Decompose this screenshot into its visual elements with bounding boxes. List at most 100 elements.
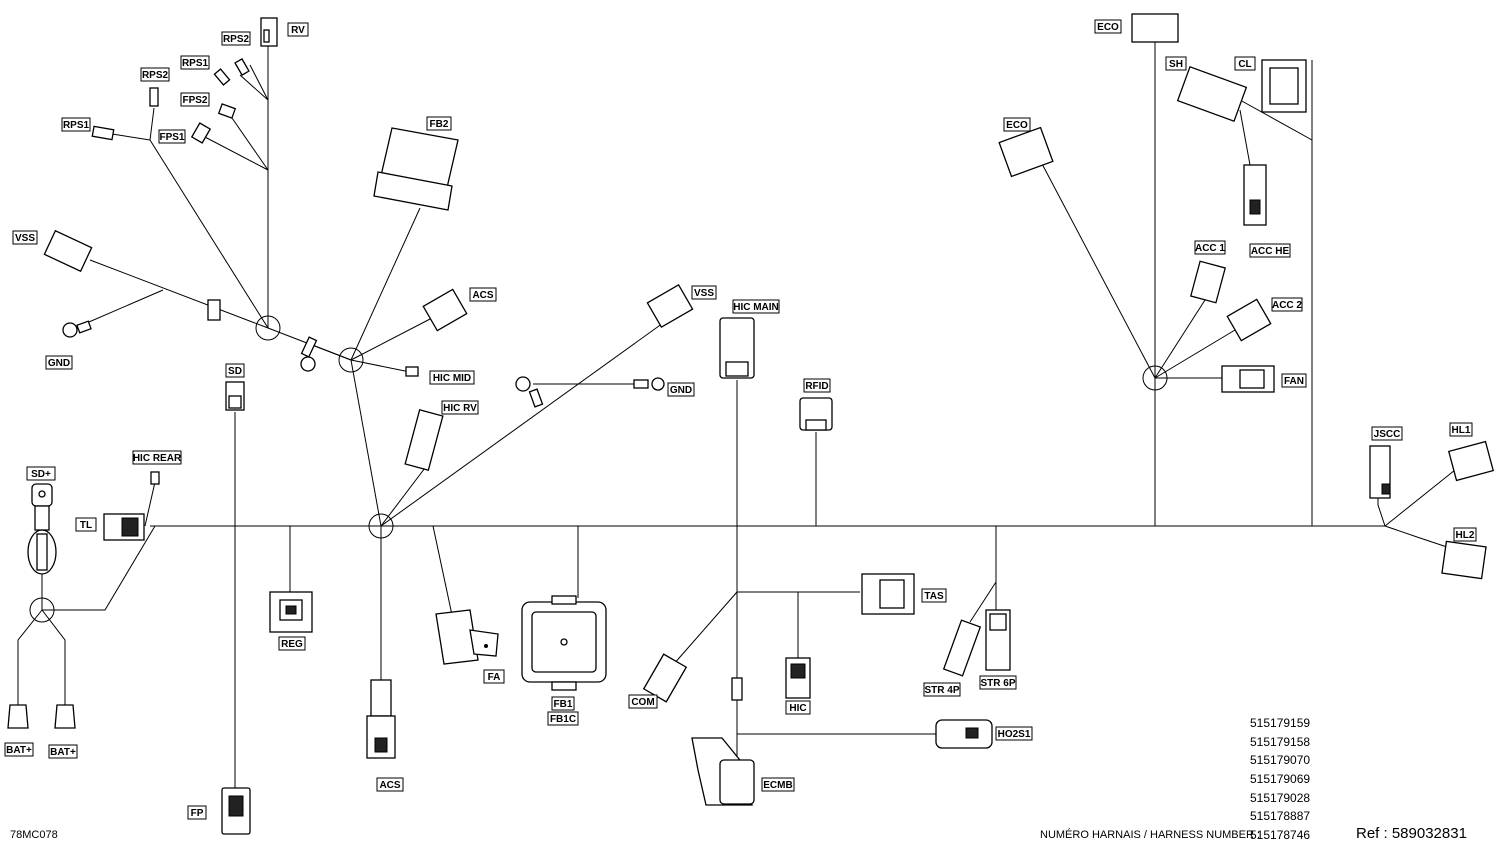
svg-text:SH: SH bbox=[1169, 59, 1183, 70]
svg-text:HL2: HL2 bbox=[1456, 530, 1475, 541]
svg-text:RV: RV bbox=[291, 25, 305, 36]
svg-text:STR 4P: STR 4P bbox=[924, 685, 959, 696]
label-fp: FP bbox=[187, 805, 207, 820]
label-hic-rv: HIC RV bbox=[441, 400, 479, 415]
harness-number: 515178887 bbox=[1250, 809, 1310, 823]
svg-text:RPS1: RPS1 bbox=[182, 58, 209, 69]
svg-text:FB1C: FB1C bbox=[550, 714, 576, 725]
svg-text:HIC REAR: HIC REAR bbox=[133, 453, 182, 464]
svg-text:ECO: ECO bbox=[1006, 120, 1028, 131]
svg-text:ACC 1: ACC 1 bbox=[1195, 243, 1225, 254]
label-gnd-mid: GND bbox=[667, 382, 695, 397]
svg-text:BAT+: BAT+ bbox=[50, 747, 76, 758]
label-acs-top: ACS bbox=[469, 287, 497, 302]
label-acc2: ACC 2 bbox=[1271, 297, 1303, 312]
label-com: COM bbox=[628, 694, 658, 709]
label-hic-rear: HIC REAR bbox=[132, 450, 182, 465]
harness-number: 515179159 bbox=[1250, 716, 1310, 730]
label-rps2: RPS2 bbox=[140, 67, 170, 82]
svg-text:BAT+: BAT+ bbox=[6, 745, 32, 756]
svg-text:RPS2: RPS2 bbox=[142, 70, 169, 81]
label-fb1: FB1 bbox=[551, 696, 575, 711]
svg-text:FPS2: FPS2 bbox=[182, 95, 207, 106]
label-tas: TAS bbox=[921, 588, 947, 603]
label-hl2: HL2 bbox=[1453, 527, 1477, 542]
label-cl: CL bbox=[1234, 56, 1256, 71]
label-hic-mid: HIC MID bbox=[429, 370, 475, 385]
svg-text:FB2: FB2 bbox=[430, 119, 449, 130]
label-vss-mid: VSS bbox=[691, 285, 717, 300]
svg-text:ACC 2: ACC 2 bbox=[1272, 300, 1302, 311]
harness-number: 515179070 bbox=[1250, 753, 1310, 767]
label-fb1c: FB1C bbox=[547, 711, 579, 726]
svg-text:HIC MID: HIC MID bbox=[433, 373, 471, 384]
label-rps2-top: RPS2 bbox=[221, 31, 251, 46]
harness-number-label: NUMÉRO HARNAIS / HARNESS NUMBER : bbox=[1040, 828, 1260, 841]
label-sh: SH bbox=[1165, 56, 1187, 71]
label-fa: FA bbox=[483, 669, 505, 684]
label-reg: REG bbox=[278, 636, 306, 651]
svg-text:FA: FA bbox=[488, 672, 501, 683]
label-fb2: FB2 bbox=[426, 116, 452, 131]
harness-number: 515179158 bbox=[1250, 735, 1310, 749]
svg-text:REG: REG bbox=[281, 639, 303, 650]
svg-text:ACS: ACS bbox=[379, 780, 400, 791]
label-acc-he: ACC HE bbox=[1249, 243, 1291, 258]
svg-text:HO2S1: HO2S1 bbox=[998, 729, 1031, 740]
svg-text:HL1: HL1 bbox=[1452, 425, 1471, 436]
label-acs-bottom: ACS bbox=[376, 777, 404, 792]
svg-text:FPS1: FPS1 bbox=[159, 132, 184, 143]
label-ecmb: ECMB bbox=[761, 777, 795, 792]
svg-text:RFID: RFID bbox=[805, 381, 828, 392]
svg-text:SD: SD bbox=[228, 366, 242, 377]
label-str4p: STR 4P bbox=[923, 682, 961, 697]
svg-text:CL: CL bbox=[1238, 59, 1251, 70]
svg-text:FB1: FB1 bbox=[554, 699, 573, 710]
svg-text:FP: FP bbox=[191, 808, 204, 819]
label-fps2: FPS2 bbox=[180, 92, 210, 107]
svg-text:GND: GND bbox=[48, 358, 70, 369]
svg-text:HIC: HIC bbox=[789, 703, 806, 714]
label-fan: FAN bbox=[1281, 373, 1307, 388]
label-sd-plus: SD+ bbox=[26, 466, 56, 481]
svg-text:VSS: VSS bbox=[15, 233, 35, 244]
label-fps1: FPS1 bbox=[158, 129, 186, 144]
junctions bbox=[29, 315, 1168, 623]
svg-text:STR 6P: STR 6P bbox=[980, 678, 1015, 689]
svg-text:VSS: VSS bbox=[694, 288, 714, 299]
label-vss-left: VSS bbox=[12, 230, 38, 245]
label-bat1: BAT+ bbox=[4, 742, 34, 757]
svg-text:RPS1: RPS1 bbox=[63, 120, 90, 131]
svg-text:FAN: FAN bbox=[1284, 376, 1304, 387]
svg-text:TL: TL bbox=[80, 520, 92, 531]
label-bat2: BAT+ bbox=[48, 744, 78, 759]
connector-shapes bbox=[7, 13, 1495, 835]
harness-number: 515178746 bbox=[1250, 828, 1310, 842]
harness-number: 515179069 bbox=[1250, 772, 1310, 786]
svg-text:ECO: ECO bbox=[1097, 22, 1119, 33]
label-rv: RV bbox=[287, 22, 309, 37]
label-ho2s1: HO2S1 bbox=[995, 726, 1033, 741]
label-hic-main: HIC MAIN bbox=[732, 299, 780, 314]
label-rps1: RPS1 bbox=[61, 117, 91, 132]
connector-labels: RV RPS2 RPS1 RPS2 FPS2 RPS1 FPS1 FB2 VSS… bbox=[4, 19, 1477, 820]
svg-text:GND: GND bbox=[670, 385, 692, 396]
label-acc1: ACC 1 bbox=[1194, 240, 1226, 255]
svg-text:RPS2: RPS2 bbox=[223, 34, 250, 45]
label-str6p: STR 6P bbox=[979, 675, 1017, 690]
svg-text:ACS: ACS bbox=[472, 290, 493, 301]
figure-code: 78MC078 bbox=[10, 829, 58, 841]
footer: 78MC078 NUMÉRO HARNAIS / HARNESS NUMBER … bbox=[10, 716, 1467, 842]
harness-number: 515179028 bbox=[1250, 791, 1310, 805]
svg-text:COM: COM bbox=[631, 697, 654, 708]
label-eco-mid: ECO bbox=[1003, 117, 1031, 132]
label-eco-top: ECO bbox=[1094, 19, 1122, 34]
wires bbox=[17, 40, 1456, 790]
svg-text:HIC RV: HIC RV bbox=[443, 403, 477, 414]
reference-number: Ref : 589032831 bbox=[1356, 825, 1467, 842]
label-rfid: RFID bbox=[803, 378, 831, 393]
label-jscc: JSCC bbox=[1371, 426, 1403, 441]
svg-text:SD+: SD+ bbox=[31, 469, 51, 480]
label-hic: HIC bbox=[785, 700, 811, 715]
